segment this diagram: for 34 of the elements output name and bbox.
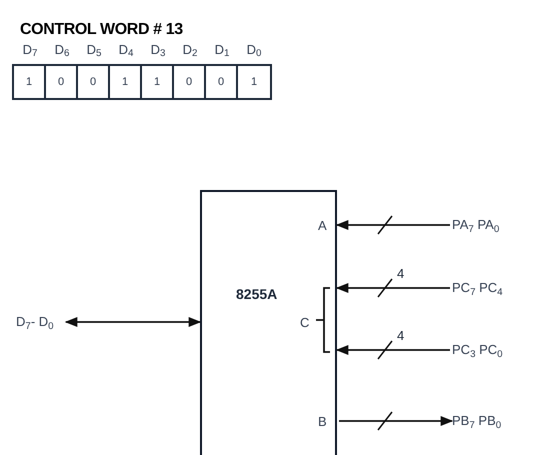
ic-chip [200, 190, 337, 455]
bit-label: D$_{4}$ [118, 41, 134, 60]
bit-value: 0 [78, 66, 110, 98]
bit-label: D$_{0}$ [246, 41, 262, 60]
bit-value: 1 [250, 74, 258, 90]
bus-width-label: 4 [397, 265, 404, 283]
bus-arrow [336, 344, 450, 356]
bus-arrow [336, 282, 450, 294]
port-label: B [318, 413, 327, 431]
signal-name: PA$_{7}$ PA$_{0}$ [452, 216, 500, 235]
bit-value: 1 [110, 66, 142, 98]
signal-name: PC$_{3}$ PC$_{0}$ [452, 341, 503, 360]
bus-arrow [339, 416, 454, 426]
bus-arrow [336, 220, 450, 230]
port-label: C [300, 314, 310, 332]
signal-name: PB$_{7}$ PB$_{0}$ [452, 412, 502, 431]
bit-value: 1 [14, 66, 46, 98]
bit-label: D$_{6}$ [54, 41, 70, 60]
chip-name: 8255A [236, 285, 278, 304]
bit-label: D$_{7}$ [22, 41, 38, 60]
signal-name: PC$_{7}$ PC$_{4}$ [452, 279, 503, 298]
bit-label: D$_{3}$ [150, 41, 166, 60]
bit-label: D$_{1}$ [214, 41, 230, 60]
bit-value: 0 [174, 66, 206, 98]
diagram-title: CONTROL WORD # 13 [20, 20, 183, 40]
bus-arrow [64, 316, 202, 328]
bit-value: 1 [142, 66, 174, 98]
signal-name: D$_{7}$- D$_{0}$ [16, 313, 54, 332]
bus-width-label: 4 [397, 327, 404, 345]
bit-label: D$_{5}$ [86, 41, 102, 60]
bit-value: 0 [46, 66, 78, 98]
port-label: A [318, 217, 327, 235]
bit-value: 0 [206, 66, 238, 98]
bit-label: D$_{2}$ [182, 41, 198, 60]
